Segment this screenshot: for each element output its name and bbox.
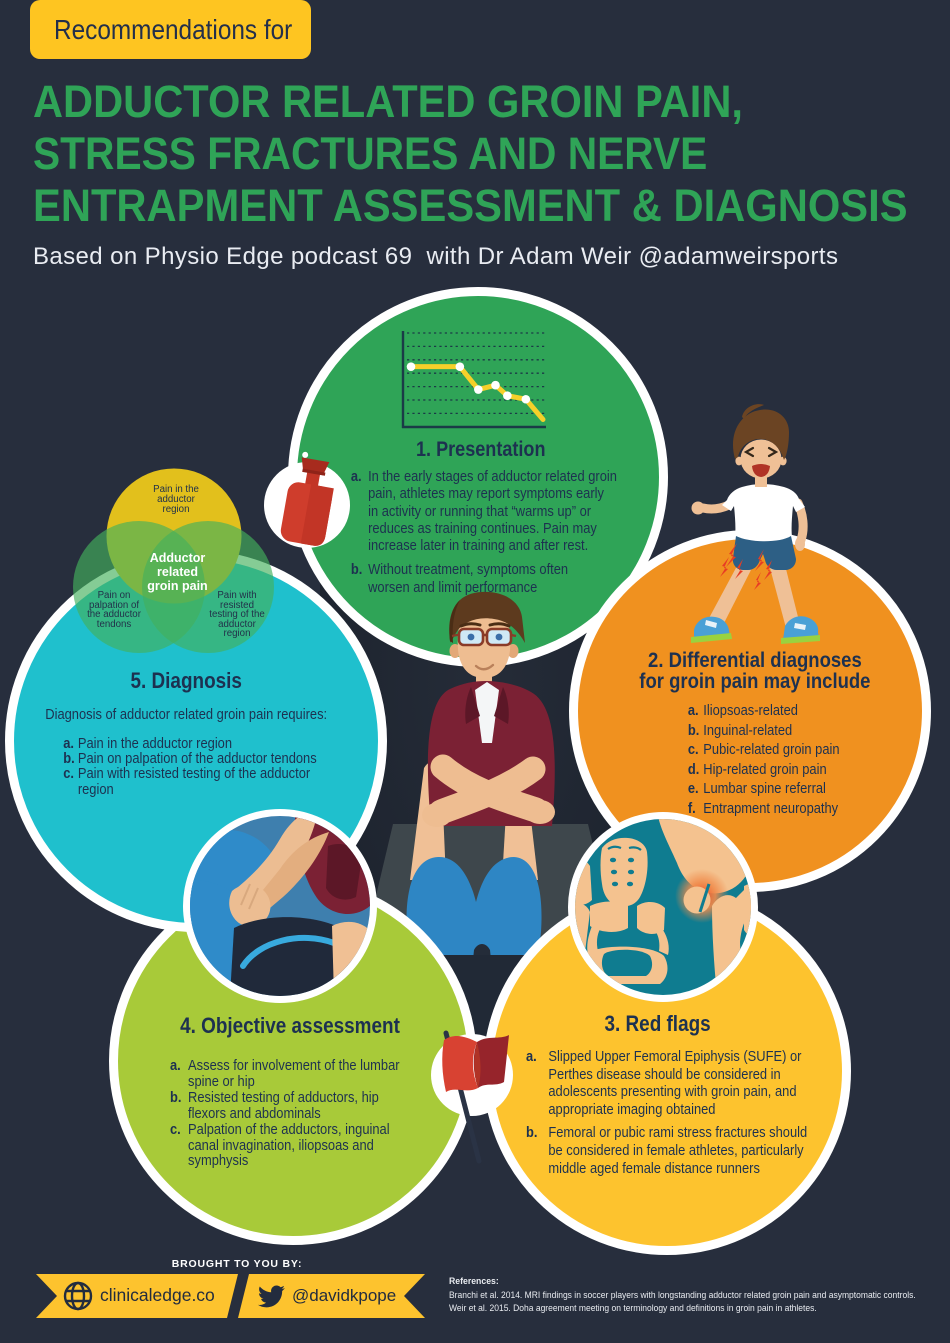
left-shoe-icon	[691, 616, 732, 643]
list-item: a.Pain in the adductor region	[63, 735, 233, 752]
list-item: f.Entrapment neuropathy	[687, 799, 839, 817]
list-item: b.Inguinal-related	[687, 721, 793, 739]
list-item: a. Assess for involvement of the lumbar …	[170, 1057, 400, 1090]
footer-ribbon-banner	[36, 1274, 425, 1318]
title-line-1: ADDUCTOR RELATED GROIN PAIN,	[33, 76, 743, 127]
twitter-handle-label: @davidkpope	[292, 1286, 397, 1305]
glasses-icon	[451, 627, 517, 647]
list-item: c.Pubic-related groin pain	[687, 741, 840, 759]
diagnosis-venn-diagram	[73, 468, 274, 653]
badge-label: Recommendations for	[54, 13, 293, 45]
section-differential-diagnoses: 2. Differential diagnoses for groin pain…	[613, 648, 897, 819]
hot-water-bottle-icon	[264, 451, 350, 548]
list-item: e.Lumbar spine referral	[687, 780, 826, 798]
right-shoe-icon	[781, 616, 820, 644]
section-diagnosis: 5. Diagnosis Diagnosis of adductor relat…	[40, 668, 332, 797]
physiotherapist-illustration	[422, 591, 555, 827]
list-item: a.Iliopsoas-related	[687, 702, 798, 719]
section-title-objective: 4. Objective assessment	[180, 1013, 400, 1038]
page-title: ADDUCTOR RELATED GROIN PAIN, STRESS FRAC…	[33, 76, 950, 232]
references-title: References:	[449, 1276, 499, 1287]
subtitle: Based on Physio Edge podcast 69 with Dr …	[33, 243, 839, 270]
venn-label-resisted-testing: Pain with resisted testing of the adduct…	[209, 590, 265, 640]
list-item: c.Pain with resisted testing of the addu…	[63, 765, 311, 798]
manual-therapy-illustration	[183, 809, 377, 1003]
section-red-flags: 3. Red flags a. Slipped Upper Femoral Ep…	[526, 1011, 815, 1183]
website-link-label: clinicaledge.co	[100, 1285, 215, 1305]
title-line-3: ENTRAPMENT ASSESSMENT & DIAGNOSIS	[33, 180, 908, 231]
list-item: b. Femoral or pubic rami stress fracture…	[526, 1124, 808, 1177]
section-objective-assessment: 4. Objective assessment a. Assess for in…	[170, 1013, 410, 1169]
angry-eyes-icon	[743, 446, 779, 458]
list-item: d.Hip-related groin pain	[687, 760, 827, 778]
venn-label-palpation: Pain on palpation of the adductor tendon…	[87, 590, 141, 630]
runner-illustration	[691, 404, 820, 644]
section-title-red-flags: 3. Red flags	[604, 1011, 711, 1036]
section-title-diagnosis: 5. Diagnosis	[130, 668, 242, 693]
section-title-presentation: 1. Presentation	[415, 438, 546, 461]
pain-flash-icons	[720, 543, 772, 590]
red-flag-icon	[431, 1030, 513, 1164]
reference-entry: Branchi et al. 2014. MRI findings in soc…	[449, 1290, 916, 1300]
chart-data-points	[406, 362, 531, 404]
twitter-icon	[258, 1285, 285, 1308]
recommendations-badge: Recommendations for	[30, 0, 311, 59]
list-item: c. Palpation of the adductors, inguinal …	[170, 1120, 390, 1170]
declining-pain-chart	[401, 331, 546, 429]
venn-label-pain-region: Pain in the adductor region	[153, 484, 199, 515]
list-item: a. Slipped Upper Femoral Epiphysis (SUFE…	[526, 1048, 802, 1118]
section-presentation: 1. Presentation a. In the early stages o…	[344, 438, 617, 603]
section-title-differential: 2. Differential diagnoses for groin pain…	[639, 648, 871, 693]
title-line-2: STRESS FRACTURES AND NERVE	[33, 128, 708, 179]
list-item: b.Pain on palpation of the adductor tend…	[63, 750, 317, 768]
references-block: References: Branchi et al. 2014. MRI fin…	[449, 1276, 943, 1315]
list-item: a. In the early stages of adductor relat…	[350, 468, 617, 555]
globe-icon	[63, 1281, 93, 1311]
venn-label-center: Adductor related groin pain	[147, 551, 208, 593]
chart-gridlines	[407, 332, 545, 415]
brought-to-you-by-label: BROUGHT TO YOU BY:	[171, 1258, 303, 1270]
list-item: b. Without treatment, symptoms often wor…	[350, 561, 569, 596]
pelvis-illustration	[568, 812, 758, 1002]
list-item: b. Resisted testing of adductors, hip fl…	[170, 1088, 379, 1122]
reference-entry: Weir et al. 2015. Doha agreement meeting…	[449, 1303, 817, 1314]
diagnosis-intro: Diagnosis of adductor related groin pain…	[45, 706, 328, 723]
